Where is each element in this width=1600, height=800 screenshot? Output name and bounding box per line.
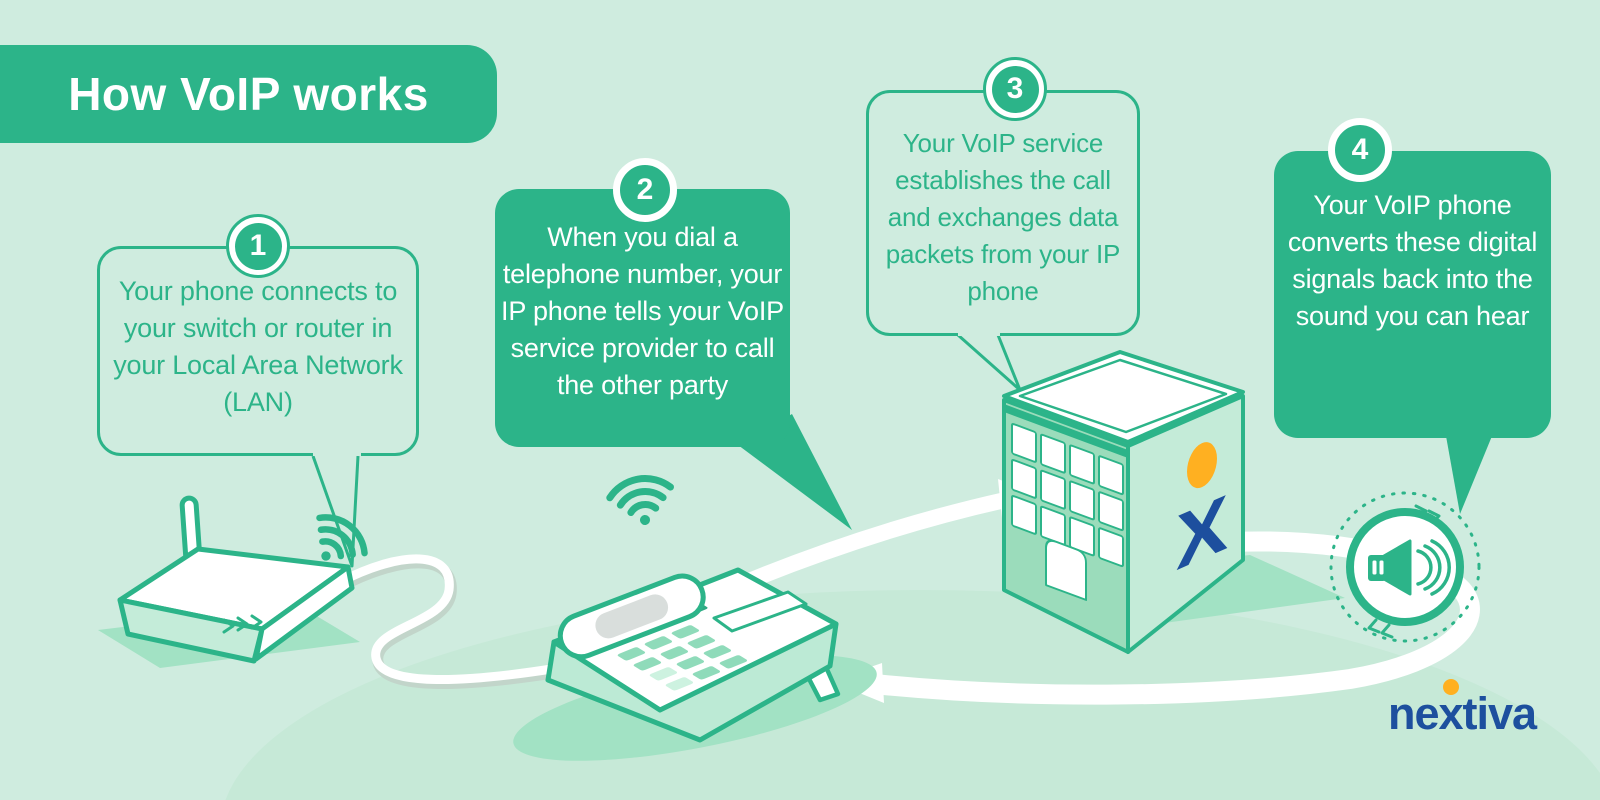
step-4-bubble-tail (1446, 436, 1492, 514)
building-door (1045, 539, 1087, 601)
step-3-badge: 3 (983, 57, 1047, 121)
building-windows (1011, 422, 1124, 601)
router-side (253, 564, 355, 662)
step-3-number: 3 (1006, 72, 1024, 105)
speaker-icon (1329, 491, 1481, 643)
step-2-text: When you dial a telephone number, your I… (501, 222, 784, 400)
step-4-bubble: Your VoIP phone converts these digital s… (1274, 151, 1551, 438)
router-front (117, 597, 265, 664)
router-chevrons-icon (222, 614, 263, 634)
office-building-illustration: X (1002, 350, 1245, 654)
wifi-icon (606, 475, 674, 526)
building-logo-dot-icon (1187, 442, 1217, 489)
step-1-badge: 1 (226, 214, 290, 278)
step-4-text: Your VoIP phone converts these digital s… (1287, 190, 1538, 331)
logo-text-prefix: ne (1388, 688, 1440, 739)
router-illustration (117, 495, 355, 664)
step-1-text: Your phone connects to your switch or ro… (113, 276, 403, 417)
wifi-icon (316, 514, 368, 561)
ip-phone-illustration (545, 567, 841, 743)
step-4-badge: 4 (1328, 118, 1392, 182)
phone-display (712, 590, 808, 633)
step-2-bubble: When you dial a telephone number, your I… (495, 189, 790, 447)
page-title: How VoIP works (68, 68, 429, 120)
phone-handset (557, 573, 706, 660)
logo-text-suffix: tiva (1462, 688, 1538, 739)
speaker-glyph (1368, 539, 1451, 596)
step-3-bubble-tail (957, 333, 1022, 392)
building-roof-inner (1018, 358, 1228, 434)
logo-dot-icon (1442, 679, 1459, 695)
building-front-band (1004, 404, 1128, 458)
step-4-number: 4 (1351, 133, 1369, 166)
step-1-number: 1 (249, 229, 267, 262)
step-2-badge: 2 (613, 158, 677, 222)
dotted-cycle-ring (1329, 491, 1481, 643)
network-cable (337, 554, 561, 690)
step-2-number: 2 (636, 173, 654, 206)
title-banner: How VoIP works (0, 45, 497, 143)
step-3-text: Your VoIP service establishes the call a… (885, 128, 1121, 306)
logo-text-x: x (1438, 688, 1464, 739)
step-3-bubble: Your VoIP service establishes the call a… (866, 90, 1140, 336)
